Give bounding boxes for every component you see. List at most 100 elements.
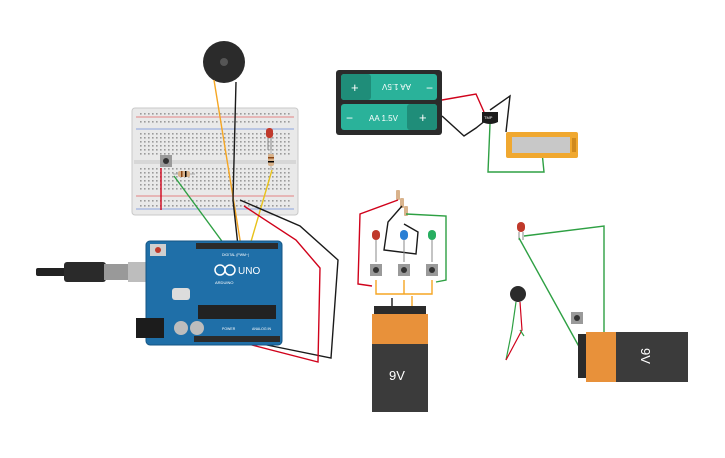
- breadboard-hole: [148, 188, 150, 190]
- breadboard-hole: [216, 153, 218, 155]
- breadboard-hole: [256, 133, 258, 135]
- breadboard-hole: [220, 137, 222, 139]
- wire-holder-black[interactable]: [441, 115, 487, 137]
- temperature-sensor[interactable]: TMP: [482, 112, 498, 124]
- breadboard-hole: [176, 168, 178, 170]
- breadboard-hole: [192, 168, 194, 170]
- aa-battery-holder[interactable]: + − − + AA 1.5V AA 1.5V: [336, 70, 442, 135]
- led-red-right[interactable]: [517, 222, 525, 240]
- breadboard-hole: [172, 200, 174, 202]
- vibration-motor[interactable]: [505, 286, 526, 361]
- breadboard-hole: [224, 153, 226, 155]
- breadboard-hole: [264, 205, 266, 207]
- breadboard-hole: [192, 113, 194, 115]
- breadboard-hole: [172, 141, 174, 143]
- push-button-center-3[interactable]: [426, 264, 438, 276]
- wire-tmp-black[interactable]: [489, 94, 511, 133]
- led-red-center[interactable]: [372, 230, 380, 262]
- breadboard-hole: [280, 184, 282, 186]
- wire-bb-green[interactable]: [173, 175, 225, 245]
- breadboard-hole: [280, 180, 282, 182]
- breadboard-hole: [284, 145, 286, 147]
- breadboard-hole: [236, 137, 238, 139]
- breadboard-hole: [168, 168, 170, 170]
- wire-center-green-loop[interactable]: [405, 213, 447, 283]
- battery-9v-right[interactable]: 9V: [578, 332, 688, 382]
- breadboard-hole: [168, 133, 170, 135]
- breadboard-hole: [232, 176, 234, 178]
- breadboard-hole: [200, 113, 202, 115]
- breadboard-hole: [196, 153, 198, 155]
- breadboard-hole: [264, 200, 266, 202]
- push-button-breadboard[interactable]: [160, 155, 172, 167]
- wire-bb-red[interactable]: [243, 205, 321, 363]
- breadboard-hole: [212, 168, 214, 170]
- breadboard-hole: [224, 141, 226, 143]
- wire-holder-red[interactable]: [441, 93, 485, 113]
- breadboard-hole: [256, 200, 258, 202]
- breadboard-hole: [272, 113, 274, 115]
- breadboard-hole: [140, 172, 142, 174]
- breadboard-hole: [172, 133, 174, 135]
- breadboard-hole: [172, 113, 174, 115]
- breadboard-hole: [256, 141, 258, 143]
- breadboard-hole: [204, 205, 206, 207]
- breadboard-hole: [176, 184, 178, 186]
- breadboard-hole: [288, 133, 290, 135]
- breadboard-hole: [212, 172, 214, 174]
- breadboard-hole: [212, 149, 214, 151]
- breadboard-hole: [280, 133, 282, 135]
- breadboard-hole: [260, 172, 262, 174]
- breadboard-hole: [268, 141, 270, 143]
- arduino-uno[interactable]: UNO ARDUINO DIGITAL (PWM~) POWER ANALOG …: [136, 240, 283, 346]
- wire-bb-black[interactable]: [239, 199, 339, 359]
- push-button-center-2[interactable]: [398, 264, 410, 276]
- led-green-center[interactable]: [428, 230, 436, 262]
- breadboard-hole: [200, 184, 202, 186]
- lcd-display[interactable]: [506, 132, 578, 158]
- resistor-breadboard-left[interactable]: [173, 171, 195, 177]
- wire-buzzer-orange[interactable]: [213, 79, 242, 247]
- breadboard-hole: [224, 205, 226, 207]
- breadboard-hole: [152, 121, 154, 123]
- breadboard-hole: [204, 184, 206, 186]
- breadboard-hole: [152, 172, 154, 174]
- temp-sensor-label: TMP: [484, 115, 493, 120]
- wire-bb-yellow[interactable]: [249, 169, 273, 246]
- wire-center-black-loop[interactable]: [383, 205, 419, 255]
- red-led-breadboard[interactable]: [266, 128, 273, 150]
- push-button-right[interactable]: [571, 312, 583, 324]
- breadboard-hole: [192, 205, 194, 207]
- breadboard-hole: [152, 200, 154, 202]
- wire-center-red-loop[interactable]: [357, 199, 399, 287]
- wire-center-orange-bus[interactable]: [375, 280, 433, 295]
- battery-plus-bottom: +: [419, 110, 427, 125]
- breadboard-hole: [280, 141, 282, 143]
- breadboard-hole: [184, 188, 186, 190]
- breadboard-hole: [276, 141, 278, 143]
- piezo-buzzer[interactable]: [203, 41, 245, 83]
- led-blue-center[interactable]: [400, 230, 408, 262]
- breadboard-hole: [228, 137, 230, 139]
- breadboard-hole: [264, 121, 266, 123]
- battery-9v-center[interactable]: 9V: [372, 306, 428, 412]
- breadboard-hole: [260, 168, 262, 170]
- wire-buzzer-black[interactable]: [232, 81, 239, 247]
- wire-right-green-2[interactable]: [518, 237, 583, 353]
- usb-cable[interactable]: [36, 262, 150, 282]
- breadboard-hole: [212, 141, 214, 143]
- breadboard-hole: [200, 153, 202, 155]
- resistor-breadboard-right[interactable]: [268, 150, 274, 170]
- center-resistors[interactable]: [396, 190, 408, 216]
- breadboard-hole: [180, 168, 182, 170]
- breadboard-hole: [164, 145, 166, 147]
- breadboard-hole: [276, 172, 278, 174]
- breadboard-hole: [204, 149, 206, 151]
- push-button-center-1[interactable]: [370, 264, 382, 276]
- breadboard-hole: [260, 153, 262, 155]
- breadboard-hole: [248, 205, 250, 207]
- breadboard-hole: [244, 149, 246, 151]
- wire-tmp-green[interactable]: [487, 123, 545, 173]
- breadboard-hole: [152, 180, 154, 182]
- breadboard-hole: [172, 137, 174, 139]
